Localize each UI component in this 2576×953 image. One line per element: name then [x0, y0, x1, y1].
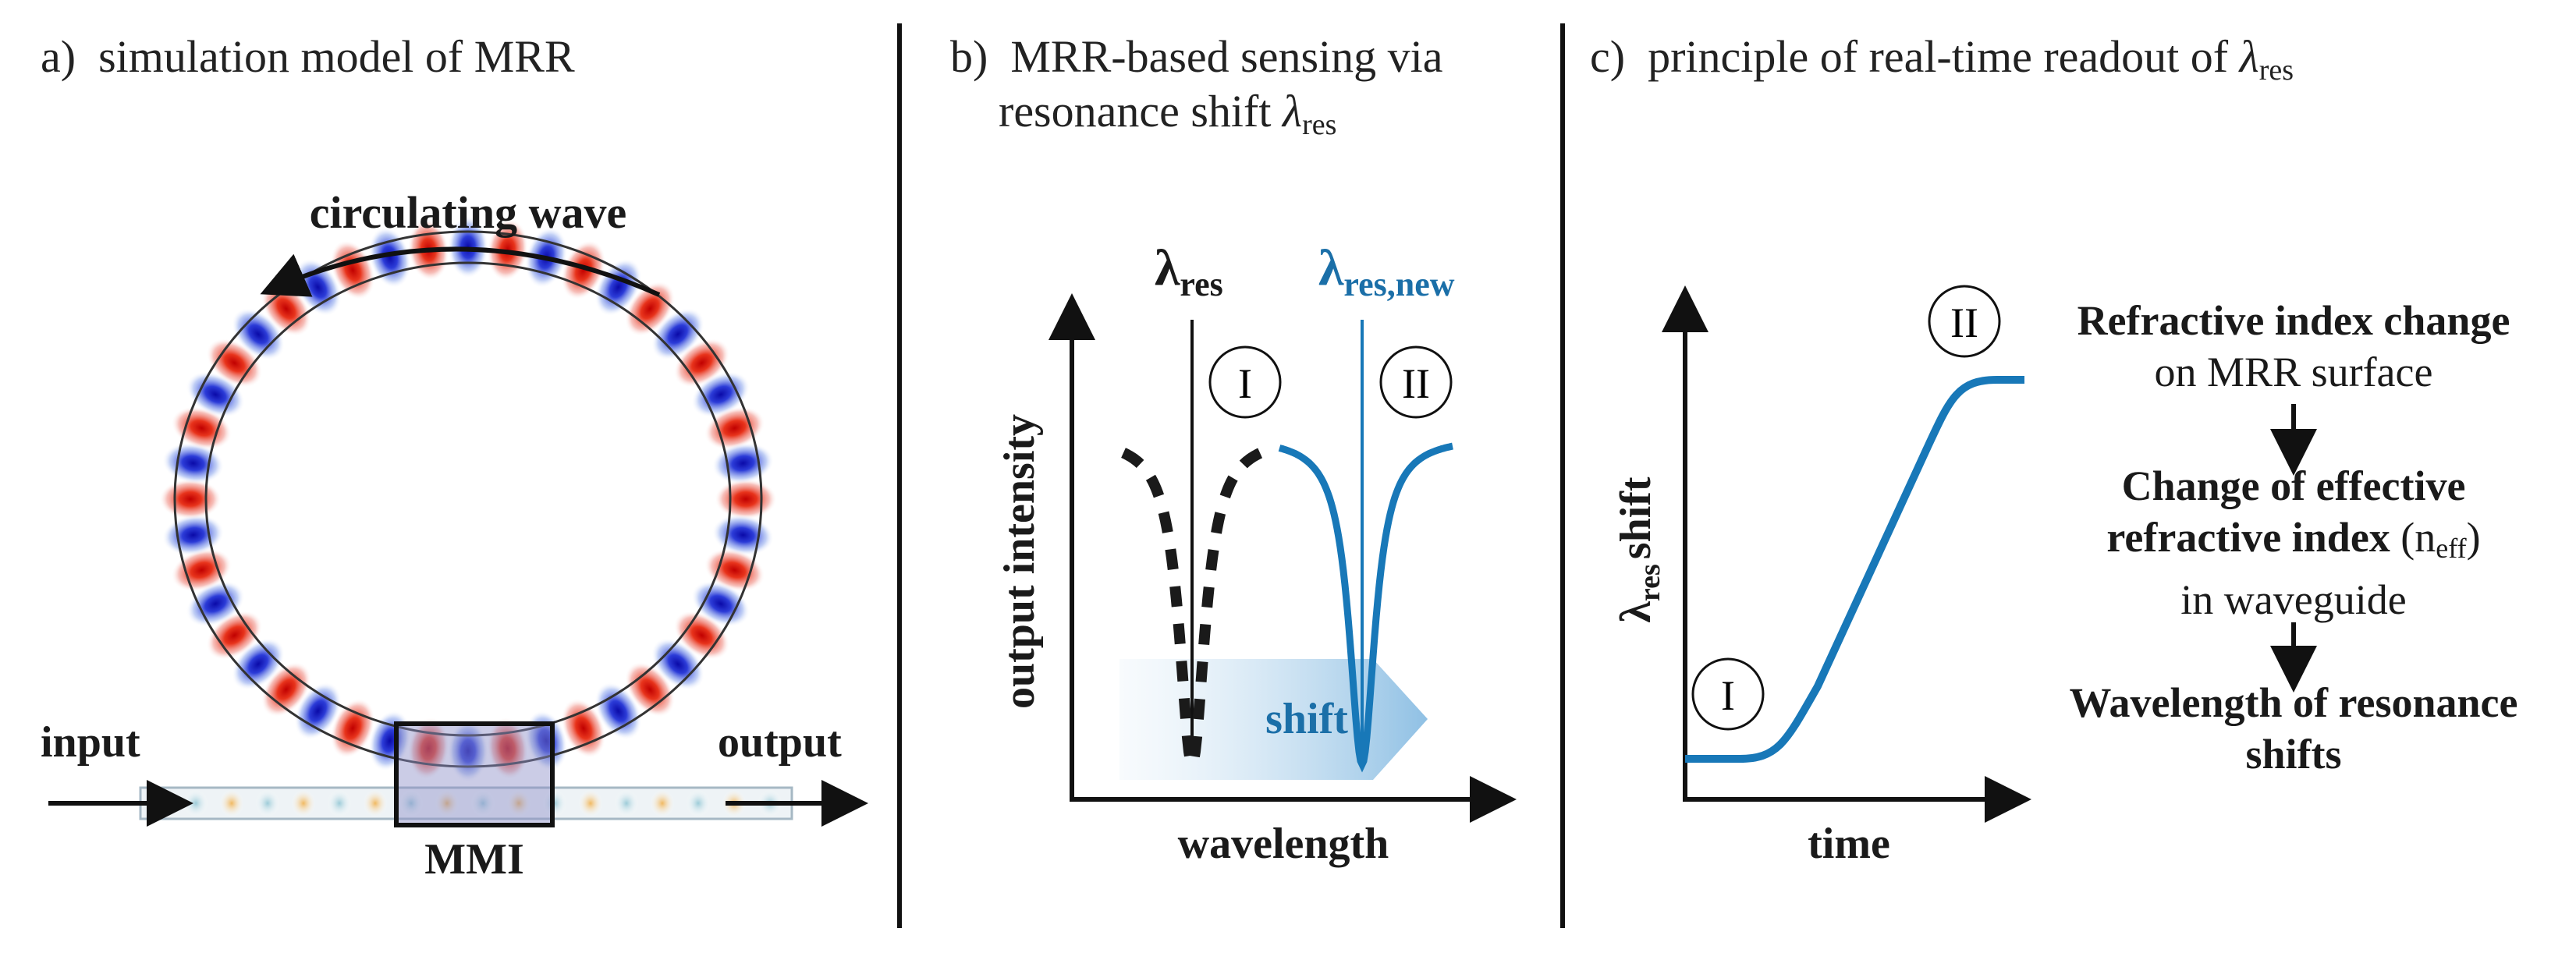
ring-inner-edge: [204, 261, 732, 737]
ring-field-lobe: [159, 479, 222, 519]
ring-outer-edge: [173, 230, 763, 768]
lambda-shift-curve: [1685, 376, 2024, 763]
flow-step-1-rest: on MRR surface: [2154, 349, 2433, 395]
realtime-readout-plot: I II λresshift time: [1612, 285, 2317, 868]
ring-field-pattern: [159, 216, 777, 782]
bus-field-lobe: [291, 789, 316, 817]
ring-field-lobe: [330, 698, 375, 759]
lambda-res-label: λres: [1155, 239, 1223, 303]
mmi-coupler-box: [394, 721, 555, 827]
panel-a-tag: a): [41, 31, 76, 82]
flow-step-3-bold-1: Wavelength of resonance: [2069, 679, 2518, 726]
b-marker-2-circle: [1379, 345, 1453, 419]
bus-field-lobe: [183, 789, 208, 817]
panel-c-title: c) principle of real-time readout of λre…: [1590, 31, 2294, 96]
panel-b-title-sub: res: [1302, 108, 1337, 141]
lambda-res-new-label: λres,new: [1318, 239, 1455, 303]
bus-field-lobe: [470, 789, 495, 817]
ring-field-lobe: [171, 406, 232, 450]
ring-field-lobe: [704, 406, 765, 450]
panel-a-title: a) simulation model of MRR: [41, 31, 575, 83]
flow-step-2-bold-2: refractive index: [2106, 514, 2390, 561]
ring-field-lobe: [294, 682, 342, 740]
panel-b-title: b) MRR-based sensing via: [950, 31, 1443, 83]
ring-field-lobe: [691, 371, 750, 418]
ring-field-lobe: [161, 442, 225, 484]
b-marker-1: I: [1238, 360, 1252, 407]
ring-field-lobe: [561, 239, 606, 300]
panel-divider-ab: [897, 23, 902, 928]
panel-c-title-lambda: λ: [2239, 31, 2259, 82]
flow-step-2: Change of effective refractive index (ne…: [2060, 460, 2528, 625]
flow-step-1: Refractive index change on MRR surface: [2060, 295, 2528, 398]
panel-b-title-line1: MRR-based sensing via: [1010, 31, 1443, 82]
ring-field-lobe: [171, 548, 232, 592]
bus-field-lobe: [650, 789, 675, 817]
ring-field-lobe: [561, 698, 606, 759]
bus-field-lobe: [686, 789, 711, 817]
bus-field-lobe: [435, 789, 459, 817]
ring-field-lobe: [625, 661, 676, 717]
b-marker-1-circle: [1208, 345, 1282, 419]
bus-waveguide: [139, 786, 793, 820]
flow-step-2-line2: refractive index (neff): [2060, 512, 2528, 574]
c-marker-1: I: [1721, 672, 1735, 719]
shift-label: shift: [1265, 695, 1348, 743]
c-marker-1-circle: [1691, 657, 1765, 731]
panel-a-title-text: simulation model of MRR: [98, 31, 575, 82]
circulating-wave-label: circulating wave: [310, 187, 626, 238]
panel-c-tag: c): [1590, 31, 1626, 82]
ring-field-lobe: [711, 442, 775, 484]
circulating-arrow: [260, 246, 661, 297]
panel-simulation-model: a) simulation model of MRR: [0, 0, 897, 953]
b-xlabel: wavelength: [1178, 820, 1389, 868]
flow-step-2-n: (n: [2400, 514, 2436, 561]
panel-c-title-text: principle of real-time readout of: [1648, 31, 2240, 82]
ring-field-lobe: [715, 479, 777, 519]
bus-field-lobe: [578, 789, 603, 817]
bus-field-lobe: [399, 789, 424, 817]
panel-resonance-sensing: b) MRR-based sensing via resonance shift…: [897, 0, 1560, 953]
bus-field-lobe: [255, 789, 280, 817]
ring-field-lobe: [711, 514, 775, 556]
bus-field-lobe: [219, 789, 244, 817]
b-marker-2: II: [1402, 360, 1430, 407]
flow-step-1-bold: Refractive index change: [2077, 297, 2510, 344]
ring-field-lobe: [594, 682, 642, 740]
panel-b-title-line2-text: resonance shift: [999, 86, 1283, 136]
resonance-curve-shifted: [1278, 442, 1453, 773]
panel-b-title-lambda: λ: [1282, 86, 1303, 136]
bus-field-lobe: [363, 789, 388, 817]
bus-field-lobe: [614, 789, 639, 817]
ring-field-lobe: [330, 239, 375, 300]
input-label: input: [41, 718, 140, 767]
c-xlabel: time: [1808, 820, 1890, 868]
ring-field-lobe: [186, 580, 245, 627]
mmi-label: MMI: [424, 835, 524, 884]
c-marker-2: II: [1950, 299, 1978, 346]
flow-step-2-rest: in waveguide: [2180, 576, 2407, 623]
bus-field-lobe: [506, 789, 531, 817]
flow-step-3: Wavelength of resonance shifts: [2060, 677, 2528, 780]
panel-b-title-line2: resonance shift λres: [999, 86, 1336, 151]
flow-step-2-sub: eff: [2436, 533, 2467, 564]
c-marker-2-circle: [1928, 285, 2001, 358]
flow-step-2-close: ): [2466, 514, 2481, 561]
panel-b-tag: b): [950, 31, 988, 82]
mrr-simulation-figure: circulating wave input output MMI: [41, 187, 868, 884]
c-ylabel: λresshift: [1612, 476, 1666, 623]
panel-realtime-readout: c) principle of real-time readout of λre…: [1560, 0, 2576, 953]
bus-field-lobe: [327, 789, 352, 817]
ring-field-lobe: [161, 514, 225, 556]
panel-c-title-sub: res: [2258, 54, 2294, 87]
ring-field-lobe: [368, 226, 411, 289]
flow-step-3-bold-2: shifts: [2245, 731, 2342, 778]
b-ylabel: output intensity: [995, 414, 1044, 709]
panel-divider-bc: [1560, 23, 1565, 928]
output-label: output: [718, 718, 842, 767]
flow-step-2-bold-1: Change of effective: [2121, 462, 2466, 509]
resonance-shift-plot: shift I II λres λres,new output intensit…: [995, 239, 1517, 868]
ring-field-lobe: [704, 548, 765, 592]
